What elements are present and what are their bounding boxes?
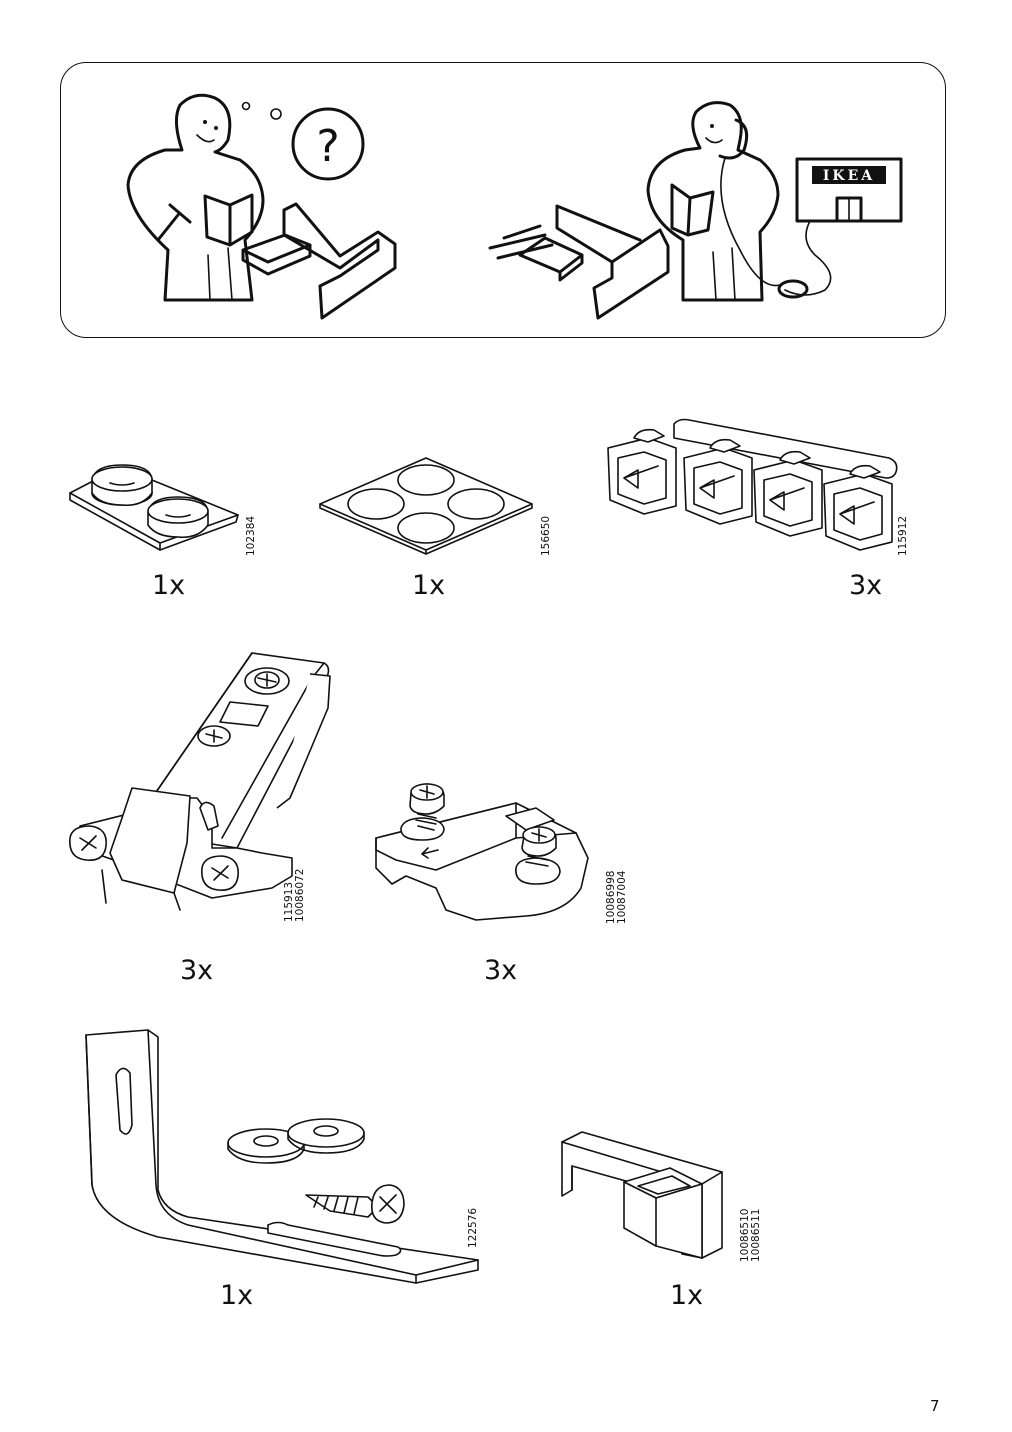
round-pads-sheet-icon bbox=[319, 457, 533, 555]
felt-pads-icon bbox=[69, 464, 239, 551]
banner-illustration: ? IKEA bbox=[126, 93, 903, 320]
qty-round-pads: 1x bbox=[412, 570, 446, 601]
phone-person-icon bbox=[646, 101, 781, 302]
question-mark: ? bbox=[316, 121, 339, 172]
page-number: 7 bbox=[930, 1397, 940, 1415]
part-code-mounting-plate: 10086998 10087004 bbox=[605, 870, 628, 924]
help-banner bbox=[60, 62, 946, 338]
part-code-round-pads: 156650 bbox=[540, 515, 552, 556]
confused-person-icon bbox=[126, 93, 265, 302]
part-code-wall-bracket: 122576 bbox=[467, 1207, 479, 1248]
qty-mounting-plate: 3x bbox=[484, 955, 518, 986]
part-code-clip-bracket: 10086510 10086511 bbox=[739, 1208, 762, 1262]
clip-strip-icon bbox=[607, 418, 898, 551]
part-code-felt-pads: 102384 bbox=[245, 515, 257, 556]
part-code-hinge: 115913 10086072 bbox=[283, 868, 306, 922]
part-code-clip-strip: 115912 bbox=[897, 515, 909, 556]
clip-bracket-icon bbox=[561, 1131, 723, 1259]
hinge-icon bbox=[69, 652, 331, 911]
qty-hinge: 3x bbox=[180, 955, 214, 986]
mounting-plate-icon bbox=[375, 783, 589, 921]
ikea-sign: IKEA bbox=[823, 168, 875, 184]
qty-clip-strip: 3x bbox=[849, 570, 883, 601]
qty-felt-pads: 1x bbox=[152, 570, 186, 601]
qty-wall-bracket: 1x bbox=[220, 1280, 254, 1311]
wall-bracket-kit-icon bbox=[85, 1029, 479, 1284]
qty-clip-bracket: 1x bbox=[670, 1280, 704, 1311]
